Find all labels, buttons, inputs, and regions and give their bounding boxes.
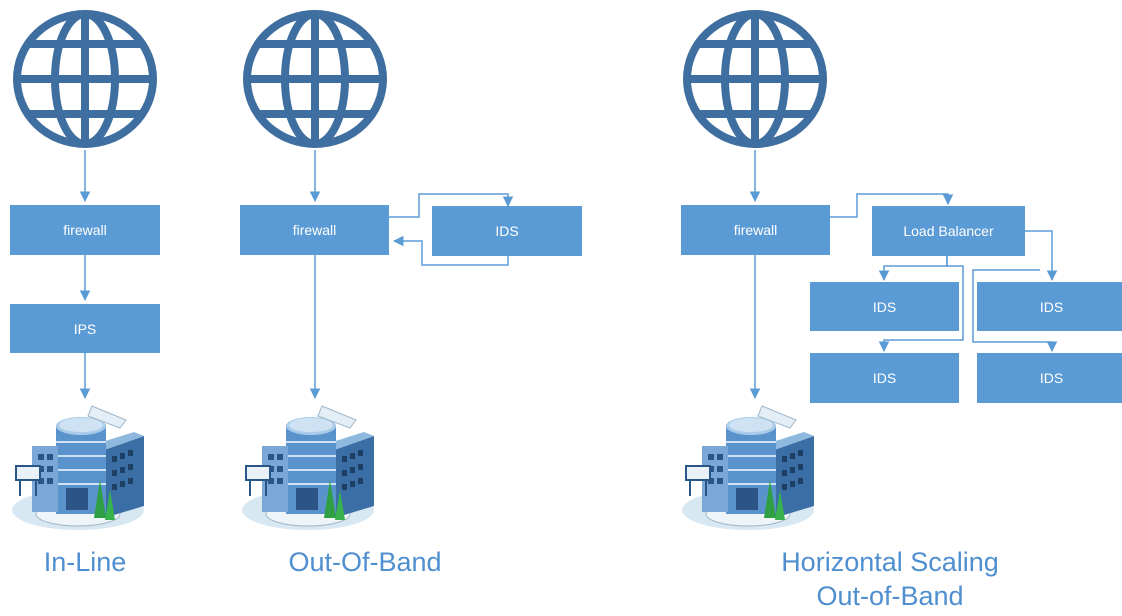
load-balancer-box: Load Balancer (872, 206, 1025, 256)
ids-box-1: IDS (810, 282, 959, 331)
edge-ids-to-firewall-oob (392, 235, 509, 266)
office-building-icon (12, 405, 144, 530)
edge-lb-to-ids-4 (972, 269, 1058, 353)
ids-label: IDS (1039, 298, 1064, 315)
firewall-label: firewall (63, 222, 107, 238)
edge-lb-to-ids-3 (878, 256, 964, 353)
edge-firewall-to-loadbalancer (830, 193, 954, 218)
firewall-box-oob: firewall (240, 205, 389, 255)
ips-box: IPS (10, 304, 160, 353)
caption-out-of-band-hs: Out-of-Band (816, 581, 964, 611)
ids-label: IDS (495, 223, 519, 239)
ids-label: IDS (872, 298, 897, 315)
ids-label: IDS (872, 370, 897, 386)
edge-lb-to-ids-2 (1025, 230, 1058, 282)
ids-box-3: IDS (810, 353, 959, 403)
firewall-box-inline: firewall (10, 205, 160, 255)
caption-in-line: In-Line (43, 547, 127, 577)
ids-box-oob: IDS (432, 206, 582, 256)
ids-box-2: IDS (977, 282, 1122, 331)
ips-label: IPS (73, 320, 97, 337)
caption-out-of-band: Out-Of-Band (288, 547, 442, 577)
firewall-label: firewall (292, 222, 337, 238)
globe-icon (683, 10, 827, 148)
load-balancer-label: Load Balancer (903, 223, 994, 239)
globe-icon (243, 10, 387, 148)
caption-horizontal-scaling: Horizontal Scaling (781, 547, 999, 577)
office-building-icon (682, 405, 814, 530)
ids-label: IDS (1039, 370, 1064, 386)
firewall-label: firewall (733, 222, 778, 238)
office-building-icon (242, 405, 374, 530)
edge-lb-to-ids-1 (878, 256, 948, 282)
firewall-box-hs: firewall (681, 205, 830, 255)
globe-icon (13, 10, 157, 148)
edge-firewall-to-ids-oob (389, 193, 514, 218)
ids-box-4: IDS (977, 353, 1122, 403)
